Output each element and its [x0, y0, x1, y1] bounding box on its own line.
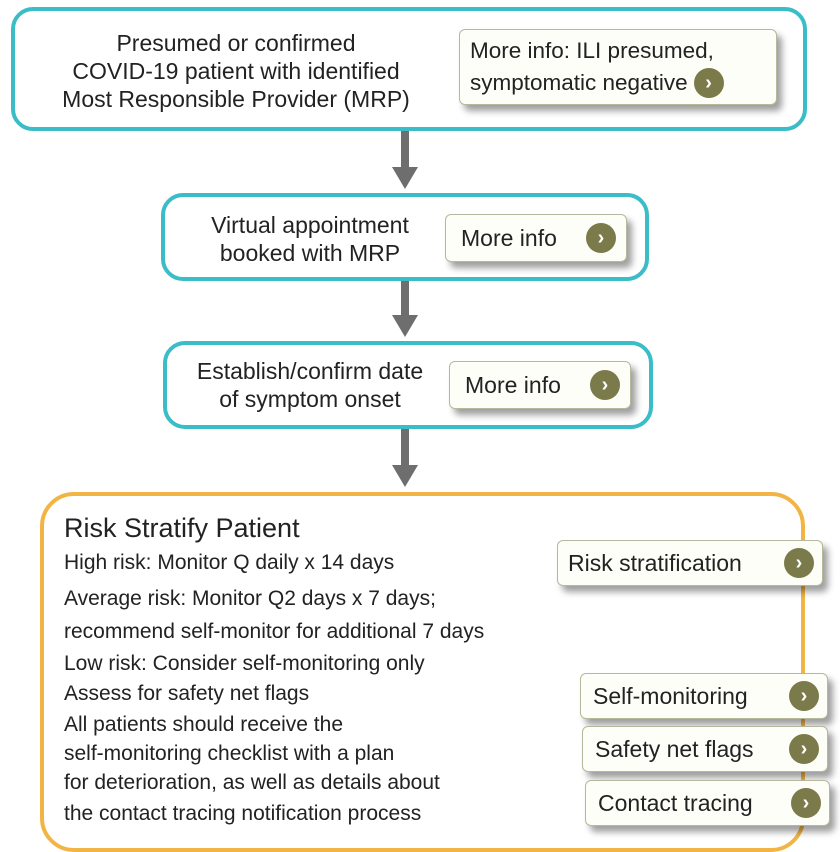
chevron-right-icon: › [693, 68, 724, 98]
arrow-down-icon [392, 131, 418, 189]
risk-line: Average risk: Monitor Q2 days x 7 days; [64, 587, 436, 610]
button-label-line: More info: ILI presumed, [470, 38, 714, 63]
chevron-right-icon: › [586, 223, 616, 253]
button-label: Self-monitoring [593, 682, 748, 709]
contact-tracing-button[interactable]: Contact tracing › [585, 780, 830, 826]
risk-line: Assess for safety net flags [64, 682, 310, 705]
safety-net-flags-button[interactable]: Safety net flags › [582, 726, 828, 772]
arrow-down-icon [392, 281, 418, 337]
risk-line: recommend self-monitor for additional 7 … [64, 620, 485, 643]
risk-line: Low risk: Consider self-monitoring only [64, 652, 425, 675]
button-label: Risk stratification [568, 549, 742, 576]
step-text-line: of symptom onset [219, 386, 401, 412]
risk-title: Risk Stratify Patient [64, 513, 300, 543]
chevron-right-icon: › [791, 788, 821, 818]
step-text-line: COVID-19 patient with identified [72, 58, 400, 84]
step-text-line: Presumed or confirmed [116, 30, 356, 56]
risk-line: All patients should receive the [64, 713, 343, 736]
step-text-line: booked with MRP [219, 240, 401, 266]
chevron-right-icon: › [789, 734, 819, 764]
chevron-right-icon: › [789, 681, 819, 711]
step-symptom-onset-text: Establish/confirm date of symptom onset [175, 357, 445, 413]
arrow-down-icon [392, 429, 418, 487]
more-info-appointment-button[interactable]: More info › [445, 214, 627, 262]
risk-line: for deterioration, as well as details ab… [64, 771, 440, 794]
more-info-ili-button[interactable]: More info: ILI presumed, symptomatic neg… [459, 29, 777, 105]
button-label: Contact tracing [598, 789, 753, 816]
step-text-line: Virtual appointment [211, 212, 409, 238]
step-presumed-patient-text: Presumed or confirmed COVID-19 patient w… [30, 29, 442, 113]
button-label-line: symptomatic negative [470, 70, 688, 95]
risk-line: self-monitoring checklist with a plan [64, 742, 395, 765]
risk-line: the contact tracing notification process [64, 802, 422, 825]
self-monitoring-button[interactable]: Self-monitoring › [580, 673, 828, 719]
chevron-right-icon: › [590, 370, 620, 400]
button-label: More info [461, 224, 557, 251]
step-text-line: Establish/confirm date [196, 358, 424, 384]
risk-line: High risk: Monitor Q daily x 14 days [64, 551, 395, 574]
more-info-onset-button[interactable]: More info › [449, 361, 631, 409]
risk-stratification-button[interactable]: Risk stratification › [557, 540, 823, 586]
button-label: More info [465, 371, 561, 398]
button-label: Safety net flags [595, 735, 754, 762]
step-text-line: Most Responsible Provider (MRP) [62, 86, 410, 112]
chevron-right-icon: › [784, 548, 814, 578]
step-virtual-appointment-text: Virtual appointment booked with MRP [180, 211, 440, 267]
